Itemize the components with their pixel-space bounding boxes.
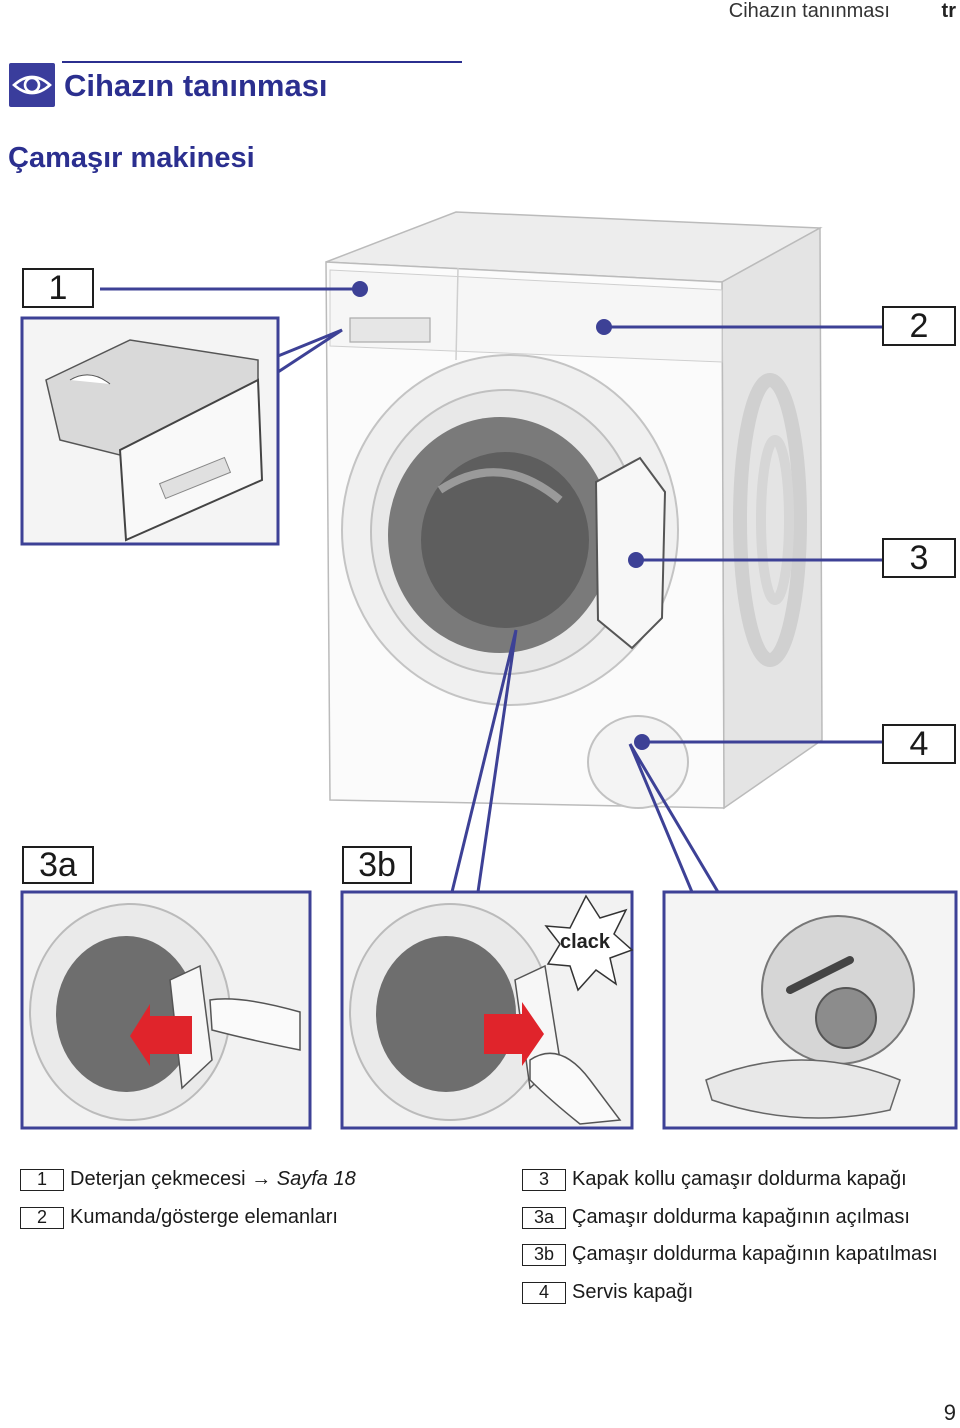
legend-text: Kapak kollu çamaşır doldurma kapağı <box>572 1168 907 1190</box>
callout-4: 4 <box>882 724 956 764</box>
subsection-title: Çamaşır makinesi <box>8 142 255 174</box>
legend-item-2: 2 Kumanda/gösterge elemanları <box>20 1206 338 1229</box>
legend-text: Kumanda/gösterge elemanları <box>70 1206 338 1228</box>
clack-text: clack <box>560 931 611 953</box>
page-number: 9 <box>943 1400 956 1425</box>
callout-3b: 3b <box>342 846 412 884</box>
legend-text: Çamaşır doldurma kapağının açılması <box>572 1206 910 1228</box>
legend-text: Servis kapağı <box>572 1281 694 1303</box>
legend-item-3a: 3a Çamaşır doldurma kapağının açılması <box>522 1206 910 1229</box>
legend-number: 1 <box>20 1168 64 1191</box>
eye-icon <box>9 63 55 107</box>
legend-number: 2 <box>20 1206 64 1229</box>
legend-item-3b: 3b Çamaşır doldurma kapağının kapatılmas… <box>522 1243 938 1266</box>
callout-3a: 3a <box>22 846 94 884</box>
section-rule <box>62 61 462 63</box>
section-title: Cihazın tanınması <box>64 68 328 103</box>
detergent-drawer-handle <box>349 317 431 343</box>
legend-number: 3a <box>522 1206 566 1229</box>
clack-burst <box>544 894 634 992</box>
arrow-close-right <box>484 1002 544 1066</box>
arrow-open-left <box>130 1004 192 1066</box>
legend-number: 3b <box>522 1243 566 1266</box>
legend-text: Çamaşır doldurma kapağının kapatılması <box>572 1243 938 1265</box>
callout-2: 2 <box>882 306 956 346</box>
page-reference: Sayfa 18 <box>276 1168 356 1190</box>
legend-number: 3 <box>522 1168 566 1191</box>
language-code: tr <box>941 0 956 22</box>
running-header-title: Cihazın tanınması <box>728 0 890 22</box>
washing-machine-illustration: clack <box>20 211 958 1130</box>
legend-item-4: 4 Servis kapağı <box>522 1281 693 1304</box>
callout-3: 3 <box>882 538 956 578</box>
callout-1: 1 <box>22 268 94 308</box>
legend-item-1: 1 Deterjan çekmecesi → Sayfa 18 <box>20 1168 356 1191</box>
legend-number: 4 <box>522 1281 566 1304</box>
reference-arrow-icon: → <box>251 1168 272 1190</box>
legend-item-3: 3 Kapak kollu çamaşır doldurma kapağı <box>522 1168 907 1191</box>
legend-text: Deterjan çekmecesi <box>70 1168 246 1190</box>
door-handle <box>594 456 667 650</box>
